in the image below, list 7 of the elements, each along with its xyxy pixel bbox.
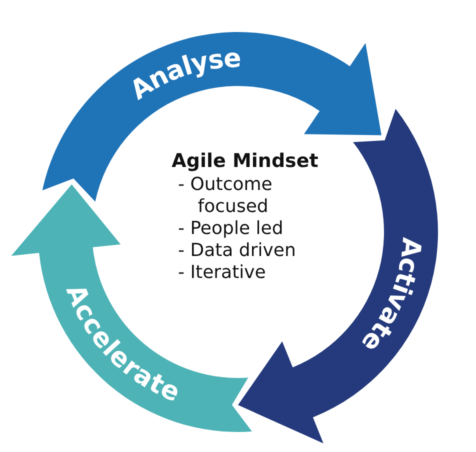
heading: Agile Mindset — [170, 150, 320, 172]
curved-arrow — [42, 32, 382, 202]
list-item: - Outcome focused — [178, 174, 274, 218]
curved-arrow — [238, 108, 438, 444]
list-item: - Iterative — [178, 262, 267, 284]
list-item: - Data driven — [178, 240, 297, 262]
list-item: - People led — [178, 218, 284, 240]
